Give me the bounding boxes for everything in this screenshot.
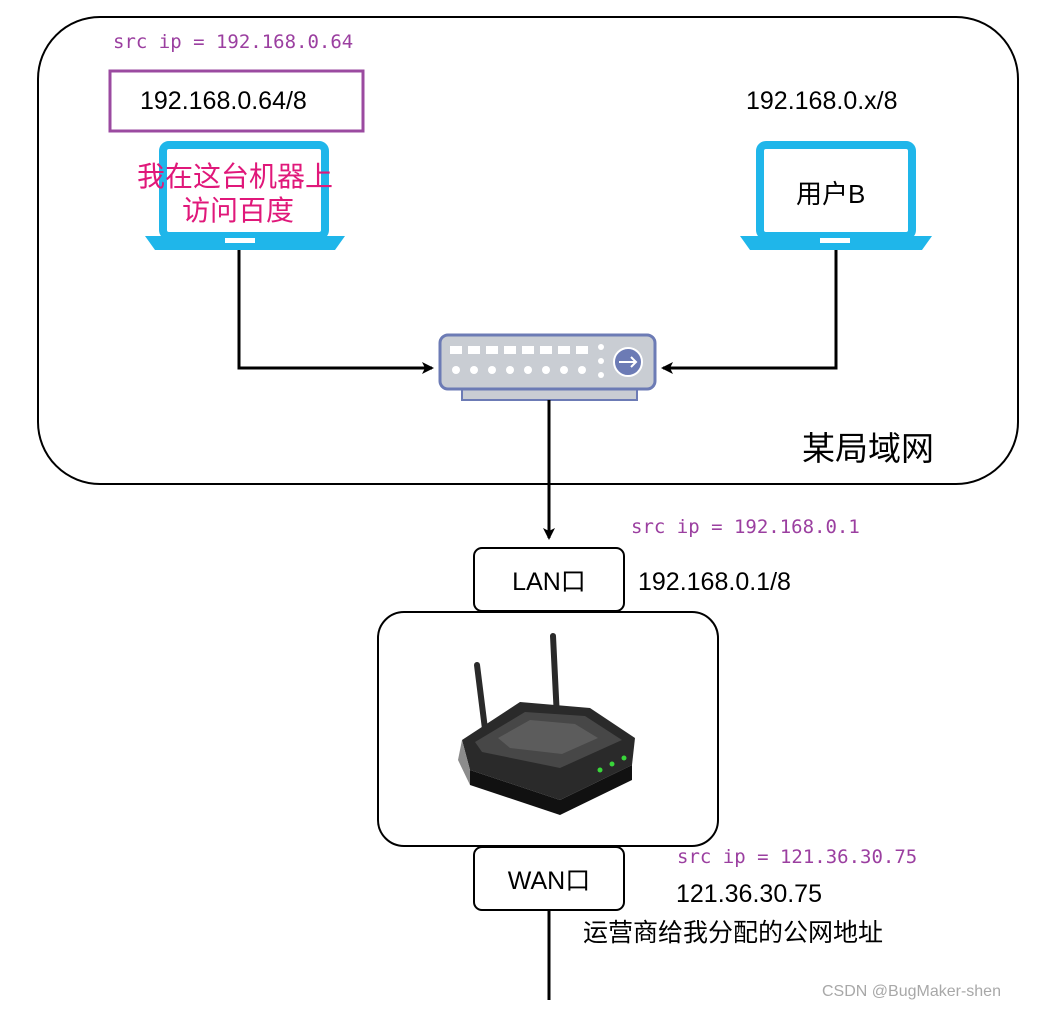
watermark: CSDN @BugMaker-shen [822,983,1001,1000]
lan-group-label: 某局域网 [802,430,934,467]
host-a-note-line1: 我在这台机器上 [137,161,334,192]
wan-port-ip: 121.36.30.75 [676,880,822,908]
wan-src-label: src ip = 121.36.30.75 [677,846,918,868]
host-a-note-line2: 访问百度 [182,195,295,226]
wan-port-box [473,846,625,911]
host-a-ip-box [108,69,365,133]
switch-icon [438,333,657,401]
laptop-b-icon [740,141,932,250]
router-icon [458,633,635,815]
lan-port-label: LAN口 [512,567,586,596]
host-b-ip: 192.168.0.x/8 [746,87,898,115]
host-b-name: 用户B [796,179,866,209]
lan-port-box [473,547,625,612]
host-a-src-label: src ip = 192.168.0.64 [113,31,354,53]
lan-src-label: src ip = 192.168.0.1 [631,516,860,538]
laptop-a-icon [145,141,345,250]
connector-host-a-to-switch [237,250,434,374]
connector-host-b-to-switch [661,250,838,374]
wan-port-note: 运营商给我分配的公网地址 [583,919,884,947]
lan-port-ip: 192.168.0.1/8 [638,568,791,596]
wan-port-label: WAN口 [507,866,591,895]
lan-group-container [37,16,1019,485]
host-a-ip: 192.168.0.64/8 [140,87,307,115]
